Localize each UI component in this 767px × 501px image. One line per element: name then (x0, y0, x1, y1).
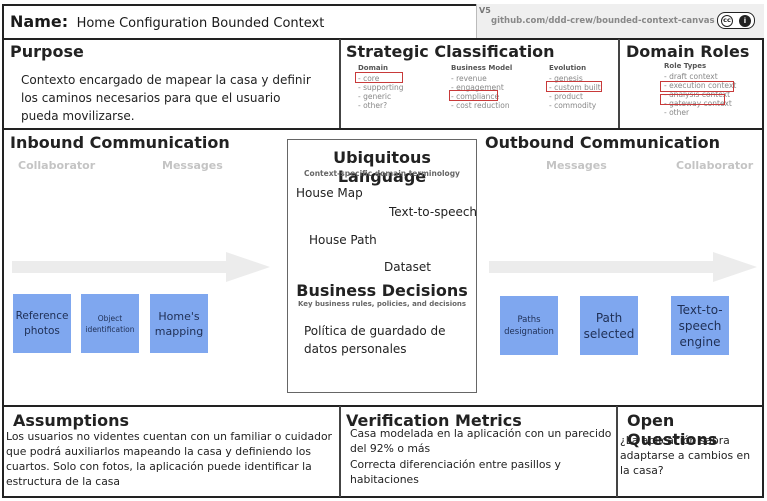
role-item-other: - other (664, 108, 690, 117)
outbound-title: Outbound Communication (485, 133, 721, 152)
bm-item-engagement: - engagement (451, 83, 504, 92)
verification-text-2: Correcta diferenciación entre pasillos y… (350, 458, 561, 486)
analysis-highlight (660, 94, 725, 105)
inbound-messages-label: Messages (162, 159, 223, 172)
ubiquitous-subtitle: Context-specific domain terminology (304, 169, 460, 178)
open-questions-text: ¿La aplicación sabra adaptarse a cambios… (620, 434, 751, 477)
term-house-path: House Path (309, 233, 377, 247)
assumptions-text: Los usuarios no videntes cuentan con un … (6, 430, 332, 488)
role-item-gateway: - gateway context (664, 99, 732, 108)
cc-by-icon: cc i (717, 12, 755, 29)
term-text-to-speech: Text-to-speech (389, 205, 478, 219)
domain-item-supporting: - supporting (358, 83, 404, 92)
sticky-path-selected-text: Path selected (583, 310, 635, 341)
inbound-arrow-icon (12, 252, 270, 282)
ubiquitous-title: Ubiquitous Language (333, 148, 431, 186)
domain-item-core: - core (358, 74, 380, 83)
sticky-paths-designation: Paths designation (500, 296, 558, 355)
domain-item-other: - other? (358, 101, 388, 110)
bottom-divider-a (339, 406, 341, 497)
assumptions-title: Assumptions (13, 411, 129, 430)
sticky-text-to-speech-engine-text: Text-to-speech engine (677, 302, 723, 349)
language-decisions-box (287, 139, 477, 393)
outbound-collaborator-label: Collaborator (676, 159, 754, 172)
sticky-homes-mapping: Home's mapping (150, 294, 208, 353)
repo-url[interactable]: github.com/ddd-crew/bounded-context-canv… (491, 16, 715, 26)
bottom-row-top (3, 405, 764, 407)
sticky-homes-mapping-text: Home's mapping (154, 309, 204, 338)
inbound-title: Inbound Communication (10, 133, 230, 152)
sticky-text-to-speech-engine: Text-to-speech engine (671, 296, 729, 355)
inbound-collaborator-label: Collaborator (18, 159, 96, 172)
bm-item-revenue: - revenue (451, 74, 487, 83)
evolution-heading: Evolution (549, 64, 587, 72)
bm-item-compliance: - compliance (451, 92, 500, 101)
business-decision-text: Política de guardado de datos personales (304, 324, 446, 356)
purpose-text: Contexto encargado de mapear la casa y d… (21, 73, 311, 123)
header-divider (3, 38, 764, 40)
evo-item-custom-built: - custom built (549, 83, 601, 92)
core-highlight (355, 72, 403, 83)
strategic-title: Strategic Classification (346, 42, 555, 61)
business-model-list: - revenue - engagement - compliance - co… (451, 74, 510, 110)
domain-item-generic: - generic (358, 92, 392, 101)
row1-bottom (3, 128, 764, 130)
canvas-frame (2, 4, 764, 498)
sticky-object-identification: Object identification (81, 294, 139, 353)
name-label: Name: (10, 12, 69, 31)
domain-heading: Domain (358, 64, 389, 72)
row1-divider-a (339, 39, 341, 129)
verification-title: Verification Metrics (346, 411, 522, 430)
sticky-paths-designation-text: Paths designation (504, 314, 554, 337)
sticky-object-identification-text: Object identification (85, 313, 135, 334)
header-meta-box (476, 4, 764, 38)
outbound-messages-label: Messages (546, 159, 607, 172)
role-item-draft: - draft context (664, 72, 718, 81)
business-model-heading: Business Model (451, 64, 513, 72)
business-decisions-subtitle: Key business rules, policies, and decisi… (297, 300, 467, 308)
term-dataset: Dataset (384, 260, 431, 274)
role-item-execution: - execution context (664, 81, 737, 90)
bottom-divider-b (616, 406, 618, 497)
domain-list: - core - supporting - generic - other? (358, 74, 403, 110)
compliance-highlight (449, 90, 498, 101)
sticky-path-selected: Path selected (580, 296, 638, 355)
evo-item-genesis: - genesis (549, 74, 583, 83)
open-questions-title: Open Questions (627, 411, 718, 449)
sticky-reference-photos: Reference photos (13, 294, 71, 353)
verification-text-1: Casa modelada en la aplicación con un pa… (350, 427, 612, 455)
business-decisions-title: Business Decisions (296, 281, 468, 300)
header-name: Name: Home Configuration Bounded Context (10, 12, 324, 32)
version-label: V5 (479, 6, 491, 15)
execution-highlight (660, 81, 734, 92)
sticky-reference-photos-text: Reference photos (15, 309, 69, 337)
evo-item-commodity: - commodity (549, 101, 597, 110)
row1-divider-b (618, 39, 620, 129)
outbound-arrow-icon (489, 252, 757, 282)
purpose-title: Purpose (10, 42, 84, 61)
domain-roles-title: Domain Roles (626, 42, 750, 61)
bm-item-cost-reduction: - cost reduction (451, 101, 510, 110)
evo-item-product: - product (549, 92, 583, 101)
custom-built-highlight (546, 81, 602, 92)
role-types-heading: Role Types (664, 62, 707, 70)
term-house-map: House Map (296, 186, 363, 200)
name-value: Home Configuration Bounded Context (76, 16, 325, 31)
evolution-list: - genesis - custom built - product - com… (549, 74, 601, 110)
